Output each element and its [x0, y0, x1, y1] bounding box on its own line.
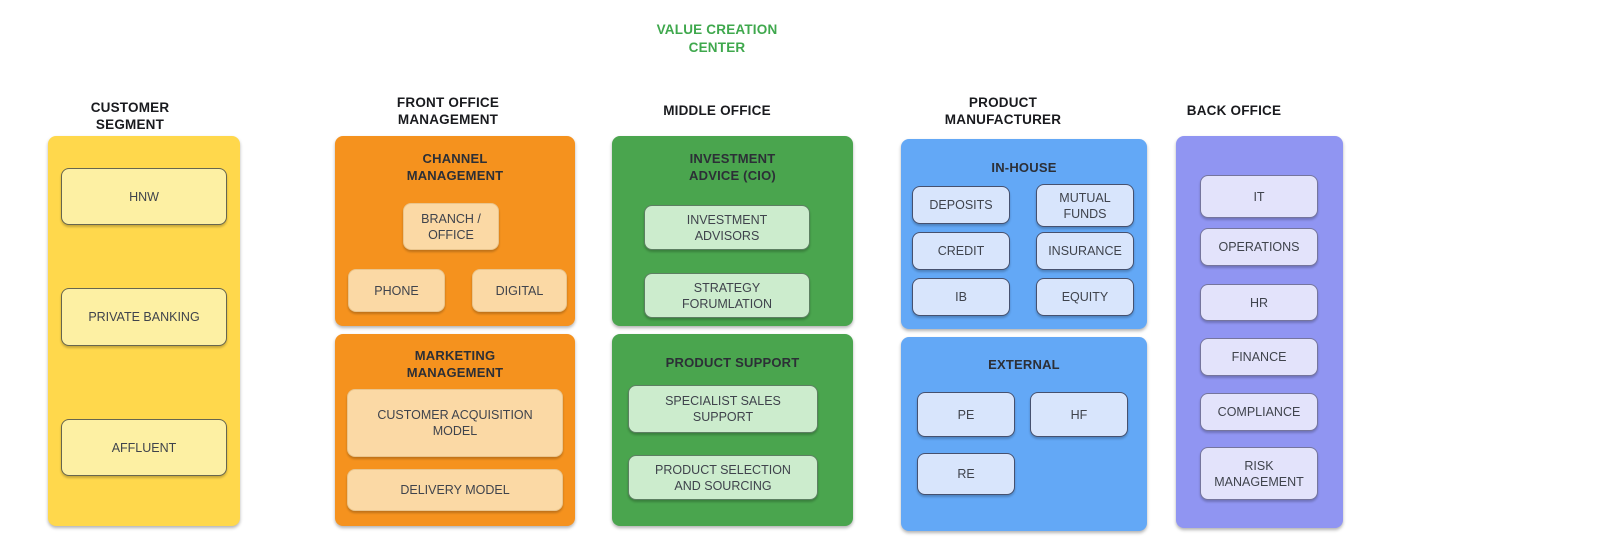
panel-title-investment-advice-cio: INVESTMENT ADVICE (CIO) [689, 151, 776, 183]
box-product-selection-and-sourcing: PRODUCT SELECTION AND SOURCING [628, 455, 818, 500]
panel-title-in-house: IN-HOUSE [991, 160, 1057, 175]
box-delivery-model: DELIVERY MODEL [347, 469, 563, 511]
column-header-customer-segment: CUSTOMER SEGMENT [90, 100, 170, 132]
panel-in-house: IN-HOUSE DEPOSITS MUTUAL FUNDS CREDIT IN… [901, 139, 1147, 329]
box-investment-advisors: INVESTMENT ADVISORS [644, 205, 810, 250]
box-specialist-sales-support: SPECIALIST SALES SUPPORT [628, 385, 818, 433]
box-customer-acquisition-model: CUSTOMER ACQUISITION MODEL [347, 389, 563, 457]
box-private-banking: PRIVATE BANKING [61, 288, 227, 346]
box-phone: PHONE [348, 269, 445, 312]
box-hr: HR [1200, 284, 1318, 321]
panel-customer-segment: HNW PRIVATE BANKING AFFLUENT [48, 136, 240, 526]
column-header-middle-office: MIDDLE OFFICE [663, 103, 771, 118]
box-re: RE [917, 453, 1015, 495]
panel-marketing-management: MARKETING MANAGEMENT CUSTOMER ACQUISITIO… [335, 334, 575, 526]
panel-title-external: EXTERNAL [988, 357, 1060, 372]
box-compliance: COMPLIANCE [1200, 393, 1318, 431]
box-hf: HF [1030, 392, 1128, 437]
panel-title-marketing-management: MARKETING MANAGEMENT [406, 348, 504, 380]
diagram-title: VALUE CREATION CENTER [656, 22, 778, 55]
panel-channel-management: CHANNEL MANAGEMENT BRANCH / OFFICE PHONE… [335, 136, 575, 326]
box-strategy-forumlation: STRATEGY FORUMLATION [644, 273, 810, 318]
box-equity: EQUITY [1036, 278, 1134, 316]
panel-back-office: IT OPERATIONS HR FINANCE COMPLIANCE RISK… [1176, 136, 1343, 528]
box-hnw: HNW [61, 168, 227, 225]
panel-title-channel-management: CHANNEL MANAGEMENT [406, 151, 504, 183]
panel-external: EXTERNAL PE HF RE [901, 337, 1147, 531]
column-header-product-manufacturer: PRODUCT MANUFACTURER [944, 95, 1062, 127]
box-branch-office: BRANCH / OFFICE [403, 203, 499, 250]
box-affluent: AFFLUENT [61, 419, 227, 476]
box-digital: DIGITAL [472, 269, 567, 312]
box-ib: IB [912, 278, 1010, 316]
panel-title-product-support: PRODUCT SUPPORT [665, 355, 800, 370]
box-it: IT [1200, 175, 1318, 218]
column-header-back-office: BACK OFFICE [1186, 103, 1282, 118]
box-deposits: DEPOSITS [912, 186, 1010, 224]
column-header-front-office-management: FRONT OFFICE MANAGEMENT [396, 95, 500, 127]
box-operations: OPERATIONS [1200, 228, 1318, 266]
box-finance: FINANCE [1200, 338, 1318, 376]
panel-product-support: PRODUCT SUPPORT SPECIALIST SALES SUPPORT… [612, 334, 853, 526]
panel-investment-advice-cio: INVESTMENT ADVICE (CIO) INVESTMENT ADVIS… [612, 136, 853, 326]
box-credit: CREDIT [912, 232, 1010, 270]
box-mutual-funds: MUTUAL FUNDS [1036, 184, 1134, 227]
box-insurance: INSURANCE [1036, 232, 1134, 270]
box-risk-management: RISK MANAGEMENT [1200, 447, 1318, 500]
box-pe: PE [917, 392, 1015, 437]
